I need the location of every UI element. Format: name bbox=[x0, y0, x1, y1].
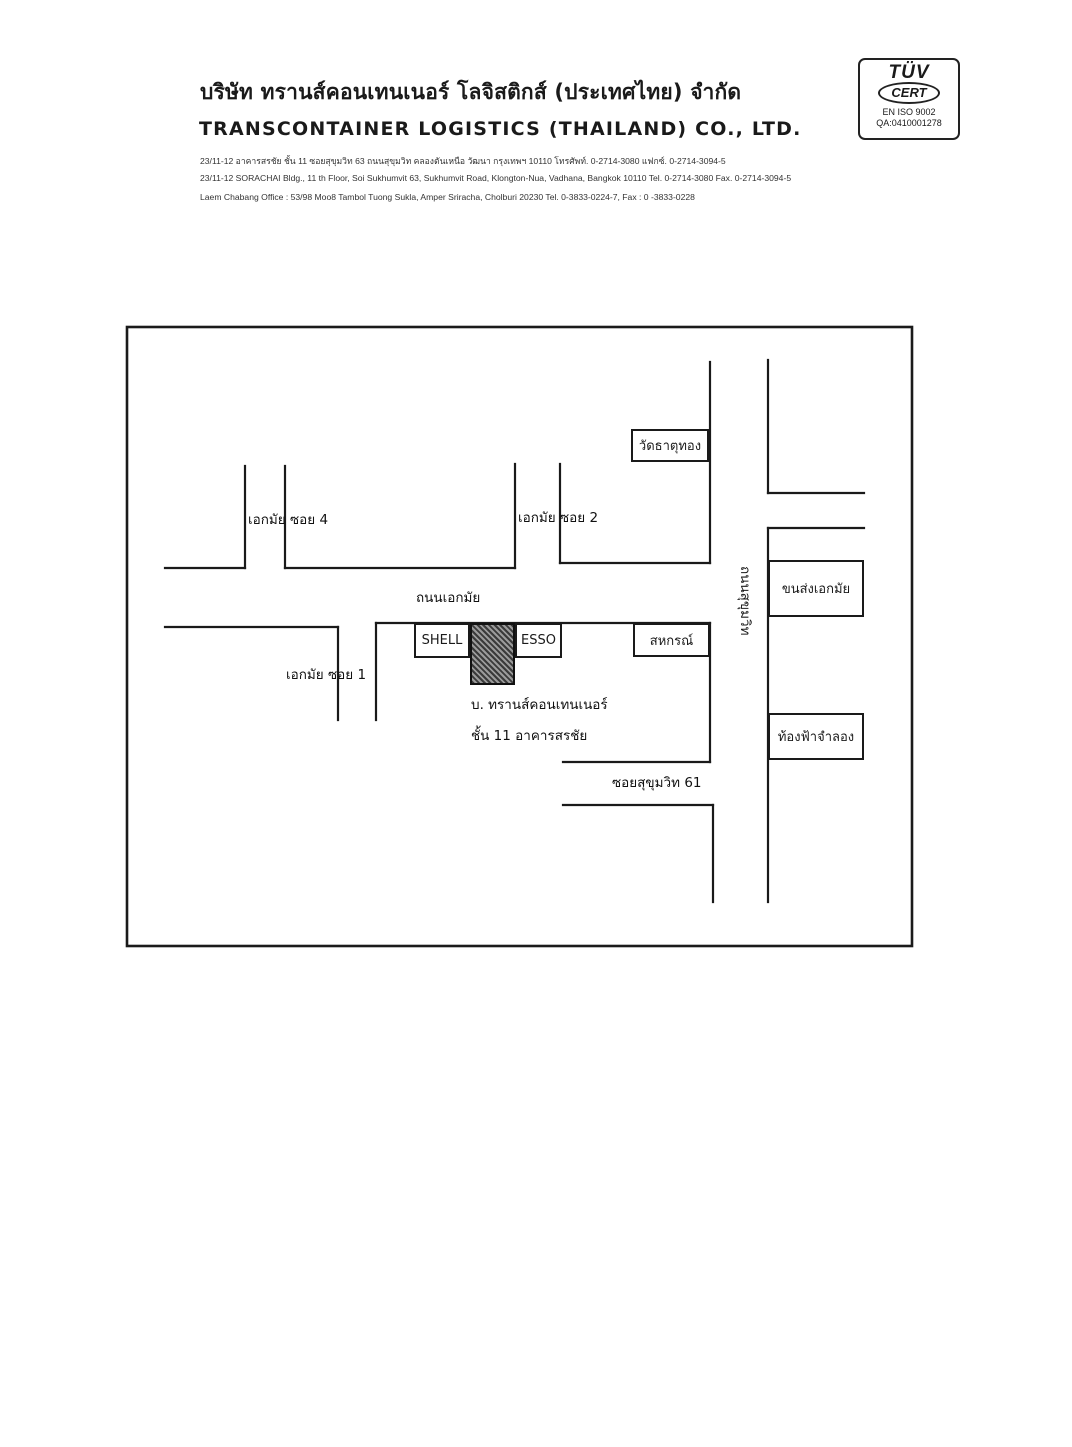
label-ekkamai-soi-1: เอกมัย ซอย 1 bbox=[286, 667, 367, 683]
address-thai: 23/11-12 อาคารสรชัย ชั้น 11 ซอยสุขุมวิท … bbox=[200, 156, 726, 166]
landmark-sahakorn: สหกรณ์ bbox=[633, 623, 710, 657]
label-ekkamai-soi-2: เอกมัย ซอย 2 bbox=[518, 510, 599, 526]
landmark-planetarium-label: ท้องฟ้าจำลอง bbox=[777, 730, 855, 745]
cert-number: QA:0410001278 bbox=[876, 118, 942, 128]
landmark-wat-that-thong-label: วัดธาตุทอง bbox=[638, 439, 702, 454]
landmark-sahakorn-label: สหกรณ์ bbox=[649, 633, 694, 649]
label-soi-sukhumvit-61: ซอยสุขุมวิท 61 bbox=[612, 775, 702, 791]
destination-label-line2: ชั้น 11 อาคารสรชัย bbox=[471, 728, 588, 744]
landmark-esso: ESSO bbox=[515, 623, 562, 658]
landmark-ekkamai-bus-terminal-label: ขนส่งเอกมัย bbox=[781, 582, 851, 597]
label-ekkamai-soi-4: เอกมัย ซอย 4 bbox=[248, 512, 329, 528]
address-english: 23/11-12 SORACHAI Bldg., 11 th Floor, So… bbox=[200, 173, 792, 183]
label-sukhumvit-road: ถนนสุขุมวิท bbox=[737, 566, 753, 636]
address-laem-chabang: Laem Chabang Office : 53/98 Moo8 Tambol … bbox=[200, 192, 695, 202]
landmark-wat-that-thong: วัดธาตุทอง bbox=[631, 429, 709, 462]
map-frame bbox=[125, 325, 914, 948]
destination-building-marker bbox=[470, 623, 515, 685]
cert-label: CERT bbox=[878, 82, 940, 104]
label-ekkamai-road: ถนนเอกมัย bbox=[416, 590, 481, 606]
landmark-shell-label: SHELL bbox=[421, 633, 463, 648]
company-name-thai: บริษัท ทรานส์คอนเทนเนอร์ โลจิสติกส์ (ประ… bbox=[200, 80, 742, 104]
landmark-ekkamai-bus-terminal: ขนส่งเอกมัย bbox=[768, 560, 864, 617]
landmark-shell: SHELL bbox=[414, 623, 470, 658]
tuv-cert-logo: TÜV CERT EN ISO 9002 QA:0410001278 bbox=[858, 58, 960, 140]
destination-label-line1: บ. ทรานส์คอนเทนเนอร์ bbox=[471, 697, 608, 713]
company-name-english: TRANSCONTAINER LOGISTICS (THAILAND) CO.,… bbox=[199, 118, 802, 140]
cert-mark: TÜV bbox=[888, 62, 930, 83]
cert-standard: EN ISO 9002 bbox=[882, 107, 936, 117]
landmark-esso-label: ESSO bbox=[521, 633, 556, 648]
landmark-planetarium: ท้องฟ้าจำลอง bbox=[768, 713, 864, 760]
